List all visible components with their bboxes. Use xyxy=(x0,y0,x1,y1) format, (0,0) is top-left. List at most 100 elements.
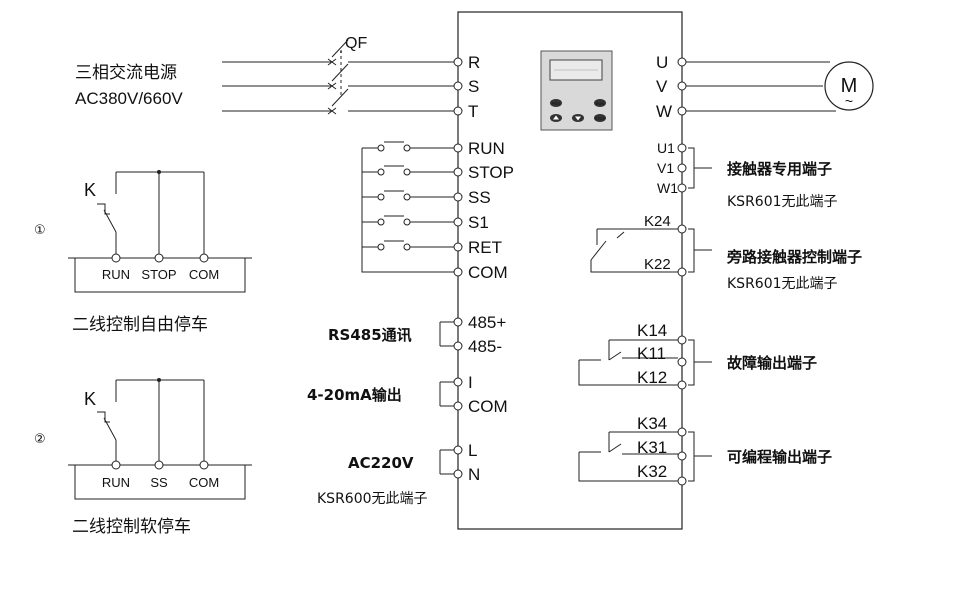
example-2-switch-label: K xyxy=(84,389,96,409)
keypad-panel: PRG RUN STOP xyxy=(540,50,613,131)
terminal-ss xyxy=(453,192,463,202)
label-analog-com: COM xyxy=(468,397,508,416)
label-u: U xyxy=(656,53,668,72)
stop-key-label: STOP xyxy=(595,116,606,121)
prg-key-label: PRG xyxy=(552,101,561,106)
label-485-plus: 485+ xyxy=(468,313,506,332)
label-r: R xyxy=(468,53,480,72)
bypass-note: KSR601无此端子 xyxy=(727,276,838,292)
terminal-k22 xyxy=(677,267,687,277)
breaker-label: QF xyxy=(345,35,367,52)
terminal-k32 xyxy=(677,476,687,486)
label-485-minus: 485- xyxy=(468,337,502,356)
control-terminals: RUN STOP SS S1 RET COM xyxy=(361,139,514,282)
prg-key xyxy=(550,99,562,107)
label-s1: S1 xyxy=(468,213,489,232)
example-2-caption: 二线控制软停车 xyxy=(72,517,191,537)
terminal-s1 xyxy=(453,217,463,227)
label-k22: K22 xyxy=(644,256,671,273)
terminal-v xyxy=(677,81,687,91)
terminal-k34 xyxy=(677,427,687,437)
terminal-n xyxy=(453,469,463,479)
label-s: S xyxy=(468,77,479,96)
example-1: ① K RUN STOP COM 二线控制自由停车 xyxy=(34,170,252,335)
label-k14: K14 xyxy=(637,321,667,340)
terminal-stop xyxy=(453,167,463,177)
terminal-t xyxy=(453,106,463,116)
example-1-number: ① xyxy=(34,223,46,238)
label-n: N xyxy=(468,465,480,484)
contactor-terminals: U1 V1 W1 接触器专用端子 KSR601无此端子 xyxy=(657,140,838,210)
example-1-term-run: RUN xyxy=(102,267,130,282)
contactor-note: KSR601无此端子 xyxy=(727,194,838,210)
bypass-terminals: K24 K22 旁路接触器控制端子 KSR601无此端子 xyxy=(590,213,862,292)
terminal-u1 xyxy=(677,143,687,153)
terminal-ret xyxy=(453,242,463,252)
fault-terminals: K14 K11 K12 故障输出端子 xyxy=(578,321,817,390)
example-2-term-run: RUN xyxy=(102,475,130,490)
example-1-caption: 二线控制自由停车 xyxy=(72,315,208,335)
ac-terminals: AC220V KSR600无此端子 L N xyxy=(317,441,480,507)
label-l: L xyxy=(468,441,477,460)
motor-label: M xyxy=(841,75,858,97)
ac-label: AC220V xyxy=(348,454,414,472)
example-1-term-com: COM xyxy=(189,267,219,282)
motor-symbol: ~ xyxy=(845,93,853,109)
power-voltage-label: AC380V/660V xyxy=(75,89,183,108)
terminal-k12 xyxy=(677,380,687,390)
bypass-label: 旁路接触器控制端子 xyxy=(726,248,862,266)
terminal-k11 xyxy=(677,357,687,367)
terminal-k24 xyxy=(677,224,687,234)
analog-label: 4-20mA输出 xyxy=(307,386,402,404)
example-2: ② K RUN SS COM 二线控制软停车 xyxy=(34,378,252,537)
analog-terminals: 4-20mA输出 I COM xyxy=(307,373,508,416)
terminal-485-plus xyxy=(453,317,463,327)
stop-key xyxy=(594,114,606,122)
label-k24: K24 xyxy=(644,213,671,230)
terminal-run xyxy=(453,143,463,153)
label-ret: RET xyxy=(468,238,502,257)
example-1-term-stop: STOP xyxy=(141,267,176,282)
label-k34: K34 xyxy=(637,414,667,433)
label-t: T xyxy=(468,102,478,121)
example-1-switch-label: K xyxy=(84,180,96,200)
label-w1: W1 xyxy=(657,180,678,196)
terminal-485-minus xyxy=(453,341,463,351)
example-2-terminal-block xyxy=(74,464,246,500)
label-stop: STOP xyxy=(468,163,514,182)
example-2-term-com: COM xyxy=(189,475,219,490)
terminal-v1 xyxy=(677,163,687,173)
fault-label: 故障输出端子 xyxy=(727,354,817,372)
terminal-s xyxy=(453,81,463,91)
terminal-w1 xyxy=(677,183,687,193)
label-i: I xyxy=(468,373,473,392)
label-w: W xyxy=(656,102,672,121)
terminal-com xyxy=(453,267,463,277)
contactor-label: 接触器专用端子 xyxy=(727,160,832,178)
terminal-r xyxy=(453,57,463,67)
terminal-l xyxy=(453,445,463,455)
label-run: RUN xyxy=(468,139,505,158)
terminal-i xyxy=(453,377,463,387)
label-com: COM xyxy=(468,263,508,282)
run-key-label: RUN xyxy=(596,101,605,106)
up-arrow-icon xyxy=(553,115,559,120)
rs485-label: RS485通讯 xyxy=(328,326,412,344)
power-source-label: 三相交流电源 xyxy=(75,63,177,83)
rs485-terminals: RS485通讯 485+ 485- xyxy=(328,313,506,356)
example-2-number: ② xyxy=(34,432,46,447)
terminal-analog-com xyxy=(453,401,463,411)
run-key xyxy=(594,99,606,107)
terminal-w xyxy=(677,106,687,116)
ac-note: KSR600无此端子 xyxy=(317,491,428,507)
motor-icon xyxy=(824,61,874,111)
power-input: 三相交流电源 AC380V/660V QF R S T xyxy=(75,35,480,121)
label-k11: K11 xyxy=(637,344,666,363)
label-v1: V1 xyxy=(657,160,674,176)
example-1-terminal-block xyxy=(74,257,246,293)
label-k31: K31 xyxy=(637,438,667,457)
motor-output: M ~ U V W xyxy=(656,53,874,121)
label-v: V xyxy=(656,77,668,96)
label-k32: K32 xyxy=(637,462,667,481)
